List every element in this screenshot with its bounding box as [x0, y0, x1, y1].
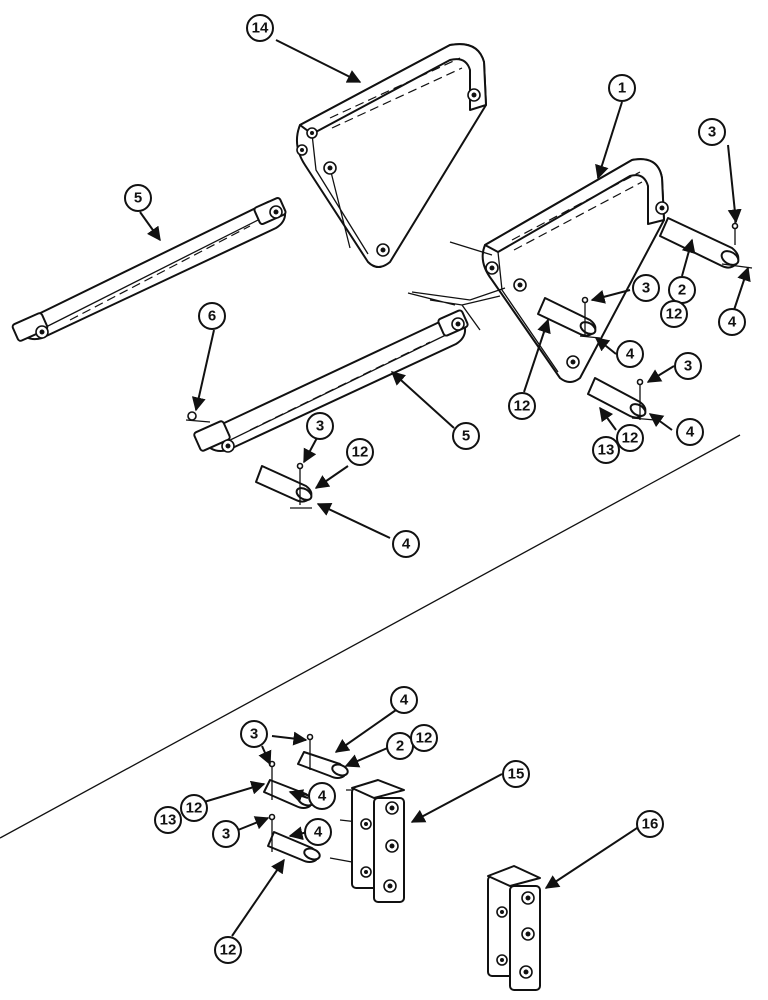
svg-text:5: 5 [134, 190, 142, 207]
svg-text:4: 4 [626, 346, 635, 363]
callout-6: 6 [198, 302, 226, 330]
svg-text:6: 6 [208, 308, 216, 325]
svg-text:12: 12 [514, 398, 531, 415]
arm-part-5-middle [193, 309, 469, 453]
callout-14: 14 [246, 14, 274, 42]
bracket-part-15 [351, 779, 405, 903]
callout-13-bottom: 13 [154, 806, 182, 834]
pin-part-12-upper [537, 296, 601, 339]
callout-4-bottom-2: 4 [308, 782, 336, 810]
svg-text:16: 16 [642, 816, 659, 833]
callout-16: 16 [636, 810, 664, 838]
callout-12-low: 12 [616, 424, 644, 452]
callout-3-mid: 3 [632, 274, 660, 302]
callout-4-bottom-3: 4 [304, 818, 332, 846]
svg-text:3: 3 [250, 726, 258, 743]
callout-13-low: 13 [592, 436, 620, 464]
pin-part-12-lower [587, 377, 656, 421]
svg-text:12: 12 [186, 800, 203, 817]
svg-text:4: 4 [318, 788, 327, 805]
callout-4-bar: 4 [392, 530, 420, 558]
svg-text:3: 3 [708, 124, 716, 141]
callout-12-bottom-1: 12 [410, 724, 438, 752]
callout-4-low: 4 [676, 418, 704, 446]
svg-text:12: 12 [666, 306, 683, 323]
svg-text:12: 12 [416, 730, 433, 747]
callout-3-top: 3 [698, 118, 726, 146]
bracket-part-16 [487, 865, 541, 991]
callout-4-right: 4 [718, 308, 746, 336]
svg-text:4: 4 [402, 536, 411, 553]
callout-1: 1 [608, 74, 636, 102]
bracket-part-1 [481, 158, 669, 383]
callout-3-bottom-2: 3 [212, 820, 240, 848]
callout-12-mid: 12 [508, 392, 536, 420]
pin-part-12-bottom-b [267, 813, 321, 863]
callout-4-mid: 4 [616, 340, 644, 368]
section-divider-line [0, 434, 741, 839]
callout-2-bottom: 2 [386, 732, 414, 760]
svg-text:3: 3 [642, 280, 650, 297]
bracket-part-14 [295, 43, 487, 268]
svg-text:4: 4 [728, 314, 737, 331]
nut-part-6 [187, 411, 197, 421]
svg-text:2: 2 [396, 738, 404, 755]
guide-plane-lines [407, 241, 506, 331]
svg-text:1: 1 [618, 80, 626, 97]
svg-text:3: 3 [684, 358, 692, 375]
svg-text:5: 5 [462, 428, 470, 445]
callout-12-bar: 12 [346, 438, 374, 466]
arm-part-5-upper [11, 197, 287, 342]
svg-text:4: 4 [686, 424, 695, 441]
svg-text:13: 13 [598, 442, 615, 459]
callout-12-bottom-3: 12 [214, 936, 242, 964]
callout-12-a: 12 [660, 300, 688, 328]
callout-5-upper: 5 [124, 184, 152, 212]
callout-3-low: 3 [674, 352, 702, 380]
svg-text:12: 12 [622, 430, 639, 447]
svg-text:3: 3 [316, 418, 324, 435]
callout-3-bottom-1: 3 [240, 720, 268, 748]
callout-4-bottom-1: 4 [390, 686, 418, 714]
leader-lines [139, 39, 751, 937]
pin-part-2-bottom [297, 733, 349, 779]
svg-text:13: 13 [160, 812, 177, 829]
svg-text:4: 4 [400, 692, 409, 709]
pin-part-2-top [659, 210, 753, 269]
svg-text:12: 12 [352, 444, 369, 461]
svg-text:3: 3 [222, 826, 230, 843]
svg-text:14: 14 [252, 20, 269, 37]
callout-2-mid: 2 [668, 276, 696, 304]
pin-part-12-bar [255, 462, 313, 509]
callout-3-bar: 3 [306, 412, 334, 440]
svg-text:15: 15 [508, 766, 525, 783]
callout-15: 15 [502, 760, 530, 788]
svg-text:12: 12 [220, 942, 237, 959]
callout-12-bottom-2: 12 [180, 794, 208, 822]
svg-text:2: 2 [678, 282, 686, 299]
callout-5-middle: 5 [452, 422, 480, 450]
svg-text:4: 4 [314, 824, 323, 841]
